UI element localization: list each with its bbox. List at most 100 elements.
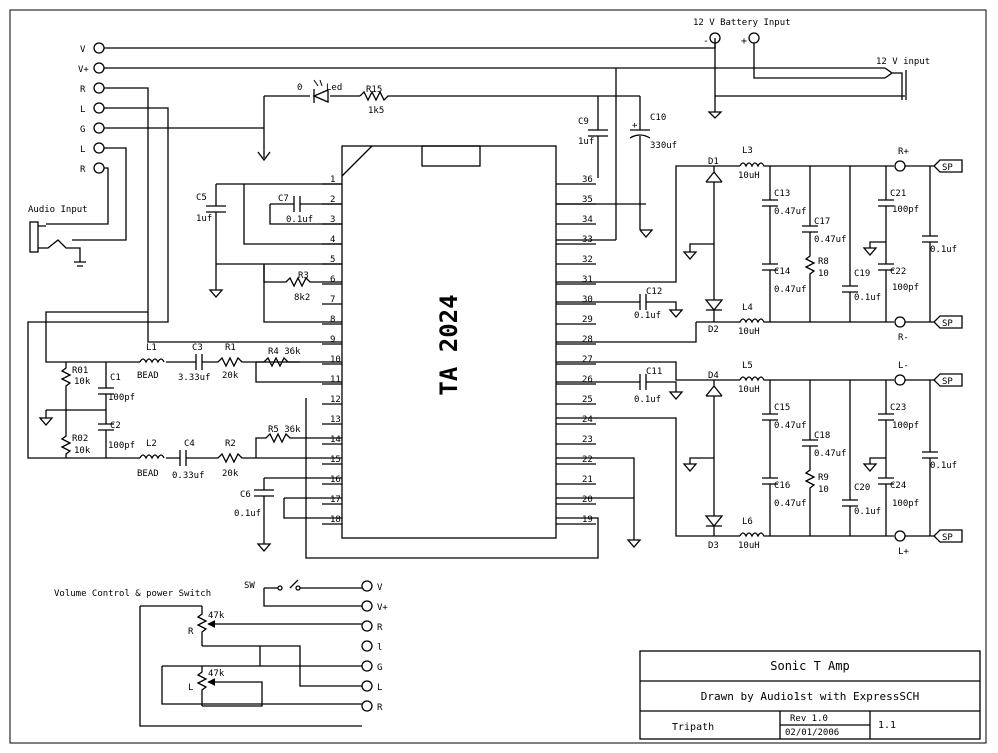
chip-pin-number: 19 xyxy=(582,515,593,525)
inductor-l5 xyxy=(739,376,894,382)
c22-value: 100pf xyxy=(892,283,919,293)
ground-c11 xyxy=(668,391,684,400)
sp-label-2: SP xyxy=(942,319,953,329)
c7-label: C7 xyxy=(278,194,289,204)
wire-jack-r xyxy=(46,167,109,225)
sp-label-1: SP xyxy=(942,163,953,173)
chip-pin-number: 26 xyxy=(582,375,593,385)
connector-terminal xyxy=(93,62,105,74)
connector-terminal xyxy=(93,142,105,154)
ground-c21 xyxy=(862,247,878,256)
volume-connector-terminal xyxy=(361,600,373,612)
c-right1-value: 0.1uf xyxy=(930,245,957,255)
chip-pin-number: 13 xyxy=(330,415,341,425)
c10-label: C10 xyxy=(650,113,666,123)
connector-label-l: L xyxy=(80,105,85,115)
chip-pin-number: 7 xyxy=(330,295,335,305)
audio-jack-icon xyxy=(29,221,86,267)
c-right2-value: 0.1uf xyxy=(930,461,957,471)
pot-r-label: R xyxy=(188,627,194,637)
c24-value: 100pf xyxy=(892,499,919,509)
wire-jack-l xyxy=(72,147,127,241)
l6-value: 10uH xyxy=(738,541,760,551)
c17-value: 0.47uf xyxy=(814,235,847,245)
chip-pin-number: 1 xyxy=(330,175,335,185)
c12-value: 0.1uf xyxy=(634,311,661,321)
led-number: 0 xyxy=(297,83,302,93)
capacitor-c12 xyxy=(556,294,677,310)
inductor-l2 xyxy=(139,454,165,460)
wire-pot-r-2 xyxy=(202,623,362,687)
connector-label-v: V xyxy=(80,45,86,55)
c5-label: C5 xyxy=(196,193,207,203)
speaker-tag-l-plus xyxy=(933,529,963,543)
rev-text: Rev 1.0 xyxy=(790,714,828,724)
sheet-text: 1.1 xyxy=(878,720,896,731)
wire-d-ground-2 xyxy=(689,457,714,464)
c1-value: 100pf xyxy=(108,393,135,403)
led-label: Led xyxy=(326,83,342,93)
capacitor-right1 xyxy=(905,165,938,323)
terminal-l-minus xyxy=(894,374,906,386)
date-text: 02/01/2006 xyxy=(785,728,839,738)
c13-value: 0.47uf xyxy=(774,207,807,217)
d1-label: D1 xyxy=(708,157,719,167)
connector-label-vplus: V+ xyxy=(78,65,89,75)
d2-label: D2 xyxy=(708,325,719,335)
wire-l xyxy=(27,107,169,459)
pot-l-label: L xyxy=(188,683,193,693)
wire-pot-l-3 xyxy=(202,681,263,707)
chip-pin-number: 10 xyxy=(330,355,341,365)
sp-label-4: SP xyxy=(942,533,953,543)
resistor-r15 xyxy=(359,90,640,102)
c6-value: 0.1uf xyxy=(234,509,261,519)
c18-r9 xyxy=(802,380,818,536)
capacitor-right2 xyxy=(905,379,938,537)
terminal-r-minus xyxy=(894,316,906,328)
volume-connector-label: V+ xyxy=(377,603,388,613)
r15-value: 1k5 xyxy=(368,106,384,116)
l3-value: 10uH xyxy=(738,171,760,181)
c12-label: C12 xyxy=(646,287,662,297)
capacitor-c4 xyxy=(179,450,342,466)
wire-d-ground xyxy=(689,243,714,252)
connector-terminal xyxy=(93,162,105,174)
capacitors-c13-c14 xyxy=(762,166,778,322)
c10-value: 330uf xyxy=(650,141,677,151)
switch-contact xyxy=(277,585,283,591)
connector-label-r: R xyxy=(80,85,86,95)
arrow-led xyxy=(257,151,271,162)
volume-title: Volume Control & power Switch xyxy=(54,589,211,599)
volume-connector-terminal xyxy=(361,580,373,592)
wire-mid-ground xyxy=(45,409,106,418)
r9-label: R9 xyxy=(818,473,829,483)
connector-terminal xyxy=(93,82,105,94)
title-text: Sonic T Amp xyxy=(770,659,849,673)
pot-l-value: 47k xyxy=(208,669,225,679)
audio-input-label: Audio Input xyxy=(28,205,88,215)
l-minus-label: L- xyxy=(898,361,909,371)
c17-r8 xyxy=(802,166,818,322)
c7-value: 0.1uf xyxy=(286,215,313,225)
wire-pot-r xyxy=(139,605,362,727)
c18-value: 0.47uf xyxy=(814,449,847,459)
chip-pin-number: 11 xyxy=(330,375,341,385)
dc-jack-icon xyxy=(884,67,907,100)
chip-pin-number: 21 xyxy=(582,475,593,485)
c19-label: C19 xyxy=(854,269,870,279)
terminal-r-plus xyxy=(894,160,906,172)
c14-value: 0.47uf xyxy=(774,285,807,295)
resistor-r3 xyxy=(263,264,342,288)
wire-v xyxy=(104,38,716,49)
capacitors-c21-c22 xyxy=(869,166,894,322)
r3-label: R3 xyxy=(298,271,309,281)
ground-symbol xyxy=(707,111,723,119)
c14-label: C14 xyxy=(774,267,790,277)
c19-value: 0.1uf xyxy=(854,293,881,303)
wire-r xyxy=(45,87,149,363)
capacitor-c1-c2 xyxy=(98,362,114,458)
c20-label: C20 xyxy=(854,483,870,493)
c24-label: C24 xyxy=(890,481,906,491)
